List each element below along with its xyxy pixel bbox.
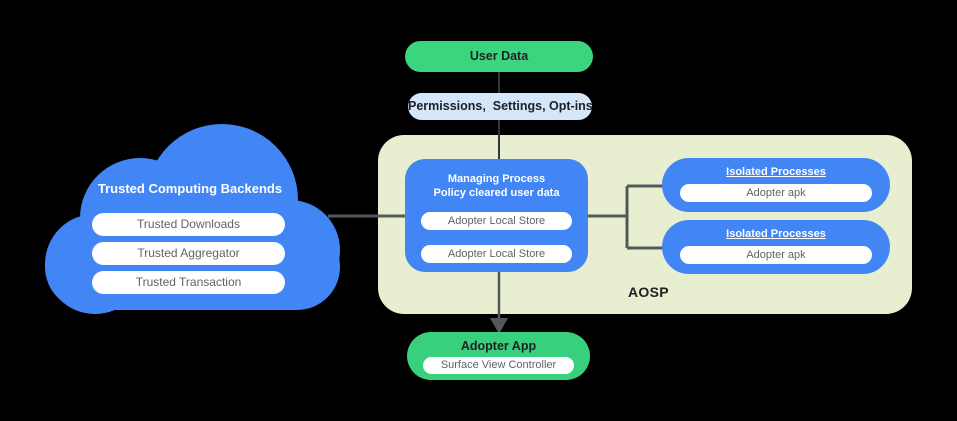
trusted-backend-item-aggregator: Trusted Aggregator — [92, 242, 285, 265]
managing-process-title-line1: Managing Process — [447, 173, 546, 185]
adopter-local-store-item: Adopter Local Store — [421, 212, 572, 230]
isolated-process-title: Isolated Processes — [726, 166, 826, 178]
trusted-backend-item-downloads: Trusted Downloads — [92, 213, 285, 236]
isolated-process-node: Isolated Processes Adopter apk — [662, 158, 890, 212]
isolated-process-node: Isolated Processes Adopter apk — [662, 220, 890, 274]
adopter-app-title: Adopter App — [460, 339, 537, 353]
managing-process-node: Managing Process Policy cleared user dat… — [405, 159, 588, 272]
permissions-node: Permissions, Settings, Opt-ins — [408, 93, 593, 120]
aosp-label: AOSP — [628, 284, 669, 300]
adopter-local-store-item: Adopter Local Store — [421, 245, 572, 263]
managing-process-title-line2: Policy cleared user data — [433, 187, 560, 199]
adopter-app-node: Adopter App Surface View Controller — [407, 332, 590, 380]
trusted-backend-item-transaction: Trusted Transaction — [92, 271, 285, 294]
adopter-apk-item: Adopter apk — [680, 184, 872, 202]
isolated-process-title: Isolated Processes — [726, 228, 826, 240]
user-data-node: User Data — [405, 41, 593, 72]
adopter-apk-item: Adopter apk — [680, 246, 872, 264]
surface-view-controller-item: Surface View Controller — [423, 357, 574, 374]
managing-process-title: Managing Process Policy cleared user dat… — [405, 172, 588, 200]
cloud-title: Trusted Computing Backends — [97, 181, 283, 196]
